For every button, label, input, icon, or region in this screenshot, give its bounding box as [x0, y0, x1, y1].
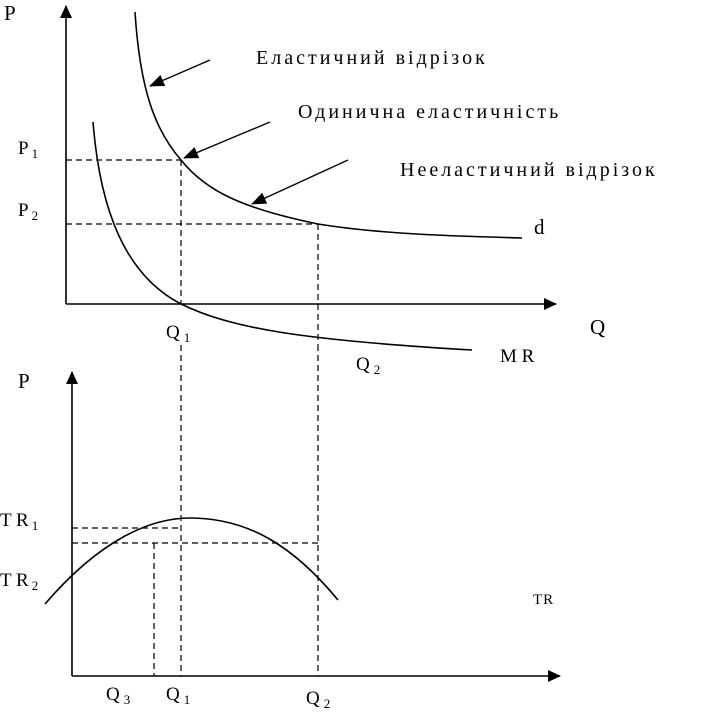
total-revenue-curve — [44, 517, 339, 605]
elastic-pointer-arrow — [149, 59, 211, 87]
marginal-revenue-curve — [92, 121, 473, 351]
elastic-segment-label: Еластичний відрізок — [256, 47, 488, 69]
mr-label: M R — [500, 346, 535, 367]
top-x-axis-label: Q — [590, 315, 605, 339]
unit-pointer-arrow — [183, 121, 271, 159]
unit-elasticity-label: Одинична еластичність — [298, 101, 561, 123]
bottom-y-axis-label: P — [18, 369, 30, 393]
inelastic-segment-label: Нееластичний відрізок — [400, 159, 658, 181]
demand-curve — [134, 11, 523, 239]
top-y-axis-label: P — [4, 1, 16, 25]
demand-label: d — [534, 215, 545, 239]
tr-curve-label: TR — [533, 592, 554, 608]
inelastic-pointer-arrow — [251, 159, 349, 205]
